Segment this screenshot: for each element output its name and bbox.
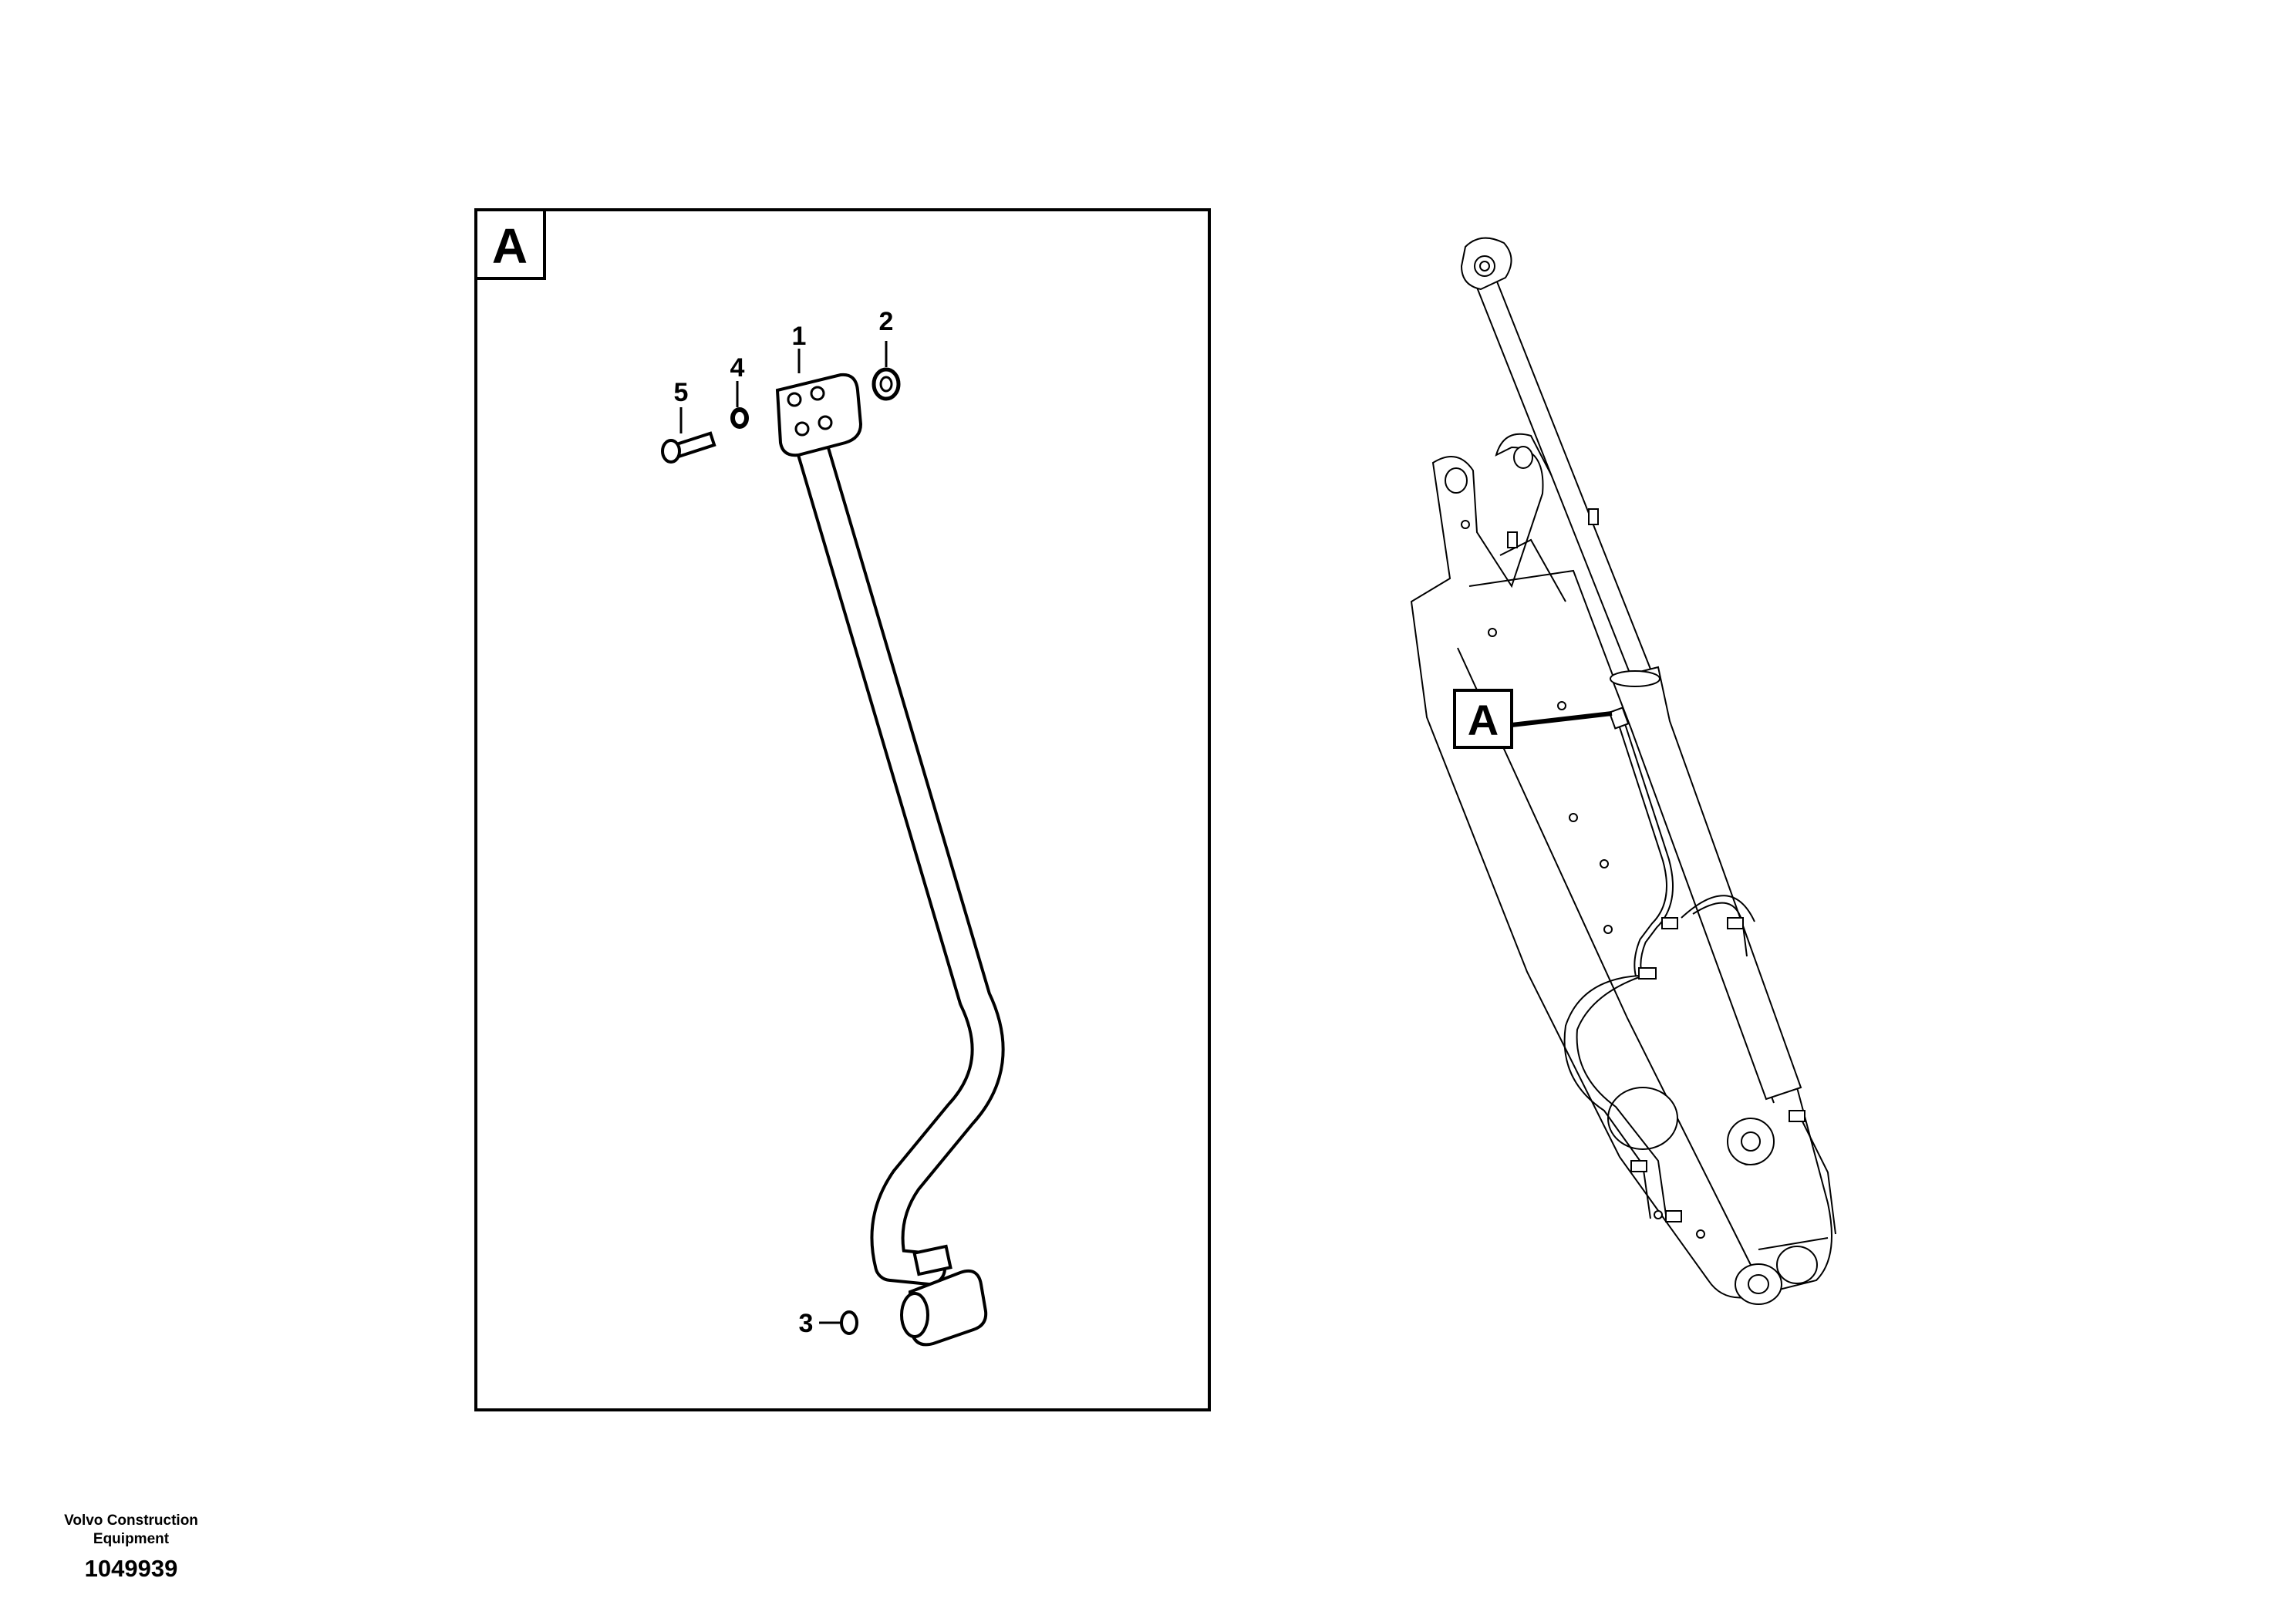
arm-body xyxy=(1410,433,1832,1299)
small-o-ring-icon xyxy=(840,1310,858,1335)
tube-line xyxy=(775,373,1005,1347)
assembly-leader-line xyxy=(1511,711,1613,727)
arm-assembly-view xyxy=(1410,237,1836,1305)
footer: Volvo Construction Equipment 1049939 xyxy=(46,1512,216,1583)
detail-frame xyxy=(474,208,1211,1411)
callout-3: 3 xyxy=(799,1309,814,1338)
callout-1: 1 xyxy=(792,322,807,351)
callout-2: 2 xyxy=(879,307,894,336)
callout-4: 4 xyxy=(730,353,745,383)
detail-label: A xyxy=(492,218,528,274)
assembly-label: A xyxy=(1468,696,1499,744)
lower-fitting xyxy=(908,1269,988,1347)
detail-label-box xyxy=(474,208,546,280)
maker-name: Volvo Construction Equipment xyxy=(64,1512,198,1547)
detail-view-a: A xyxy=(474,208,1211,1411)
assembly-label-box xyxy=(1453,689,1513,749)
drawing-number: 1049939 xyxy=(84,1555,178,1582)
screw-icon xyxy=(661,431,716,464)
washer-icon xyxy=(730,407,749,429)
callout-5: 5 xyxy=(674,378,689,407)
cylinder-barrel xyxy=(1610,666,1802,1101)
o-ring-icon xyxy=(872,367,901,401)
